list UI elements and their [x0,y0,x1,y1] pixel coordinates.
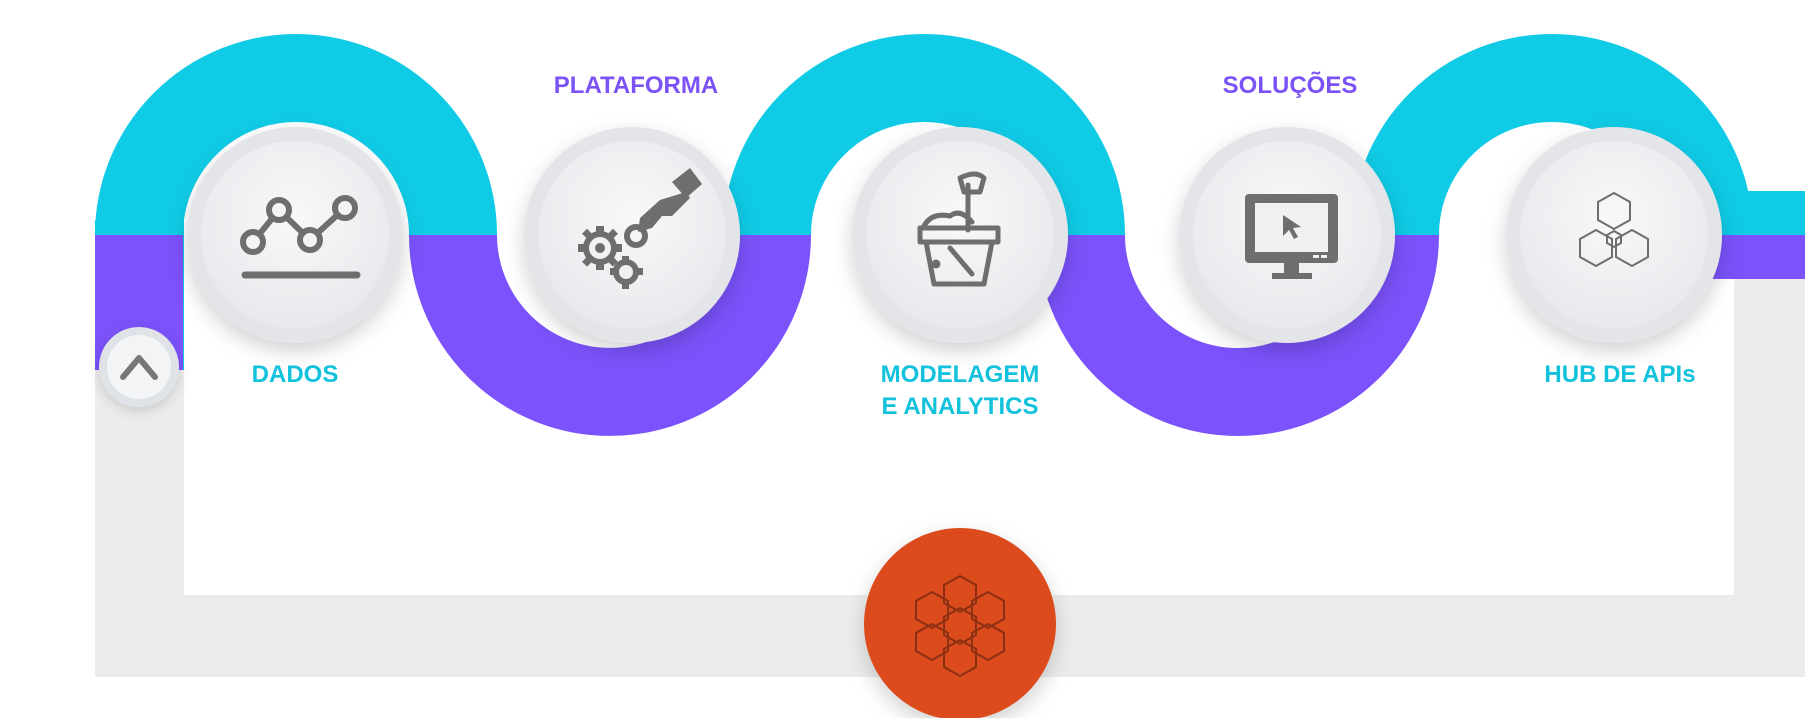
step-label-modelagem-line2: E ANALYTICS [881,393,1039,420]
honeycomb-icon [864,528,1056,718]
chevron-up-icon [99,327,179,407]
monitor-cursor-icon [1245,194,1338,279]
hand-gears-icon [578,168,702,289]
step-label-plataforma: PLATAFORMA [553,72,719,99]
step-disc-2 [524,127,740,343]
line-chart-icon [240,195,361,279]
step-label-solucoes: SOLUÇÕES [1222,72,1358,99]
step-label-modelagem-line1: MODELAGEM [880,361,1040,388]
step-disc-3 [852,127,1068,343]
step-label-hub-apis: HUB DE APIs [1544,361,1696,388]
bucket-shovel-icon [917,171,1001,287]
step-disc-5 [1506,127,1722,343]
hexagon-cluster-icon [1579,191,1649,268]
step-disc-1 [187,127,403,343]
wave-band [95,34,1805,436]
step-label-modelagem: MODELAGEM E ANALYTICS [860,359,1060,423]
step-label-dados: DADOS [251,361,339,388]
